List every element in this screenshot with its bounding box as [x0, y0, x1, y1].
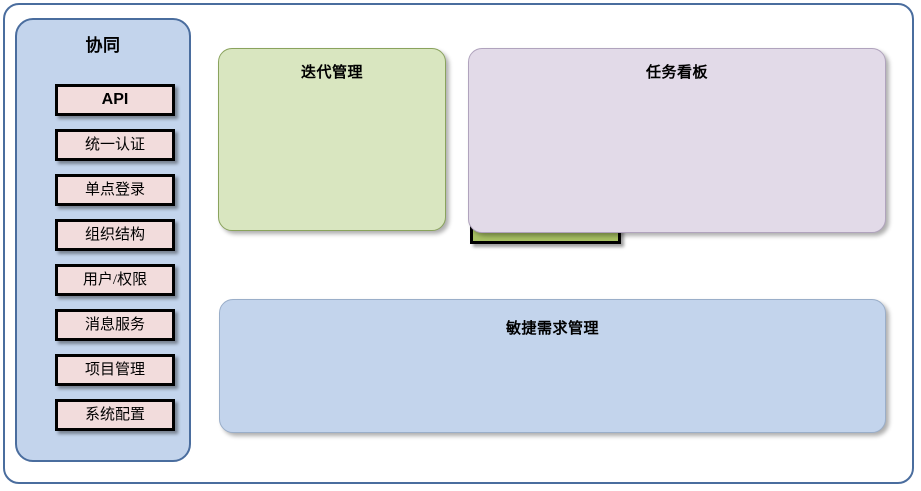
panel-task-board-title: 任务看板: [645, 64, 708, 81]
sidebar-item-api[interactable]: API: [55, 84, 175, 116]
sidebar-item-unified-auth[interactable]: 统一认证: [55, 129, 175, 161]
sidebar-item-system-config[interactable]: 系统配置: [55, 399, 175, 431]
sidebar-item-sso-label: 单点登录: [84, 181, 145, 198]
sidebar-item-org-structure-label: 组织结构: [84, 226, 145, 243]
sidebar-item-message-service-label: 消息服务: [84, 316, 145, 333]
sidebar-item-org-structure[interactable]: 组织结构: [55, 219, 175, 251]
sidebar-item-user-permission[interactable]: 用户/权限: [55, 264, 175, 296]
sidebar-item-system-config-label: 系统配置: [84, 406, 145, 423]
panel-iteration-management[interactable]: 迭代管理 用户故事 迭代规划: [218, 48, 621, 244]
panel-iteration-management-title: 迭代管理: [300, 64, 363, 81]
panel-collaboration-title: 协同: [85, 36, 121, 55]
sidebar-item-message-service[interactable]: 消息服务: [55, 309, 175, 341]
panel-agile-requirements-title: 敏捷需求管理: [505, 320, 599, 337]
sidebar-item-user-permission-label: 用户/权限: [82, 271, 148, 288]
sidebar-item-project-management[interactable]: 项目管理: [55, 354, 175, 386]
sidebar-item-project-management-label: 项目管理: [84, 361, 145, 378]
panel-collaboration[interactable]: 协同 API 统一认证 单点登录 组织结构 用户/权限 消息服务 项目管理 系统…: [15, 18, 191, 462]
sidebar-item-sso[interactable]: 单点登录: [55, 174, 175, 206]
panel-task-board[interactable]: 任务看板 任务卡片 自定义状态 燃尽图 任务分布: [468, 48, 886, 233]
panel-agile-requirements[interactable]: 敏捷需求管理 产品Backlog 产品路线图 故事地图: [219, 299, 886, 433]
sidebar-item-unified-auth-label: 统一认证: [84, 136, 145, 153]
sidebar-item-api-label: API: [101, 91, 129, 108]
